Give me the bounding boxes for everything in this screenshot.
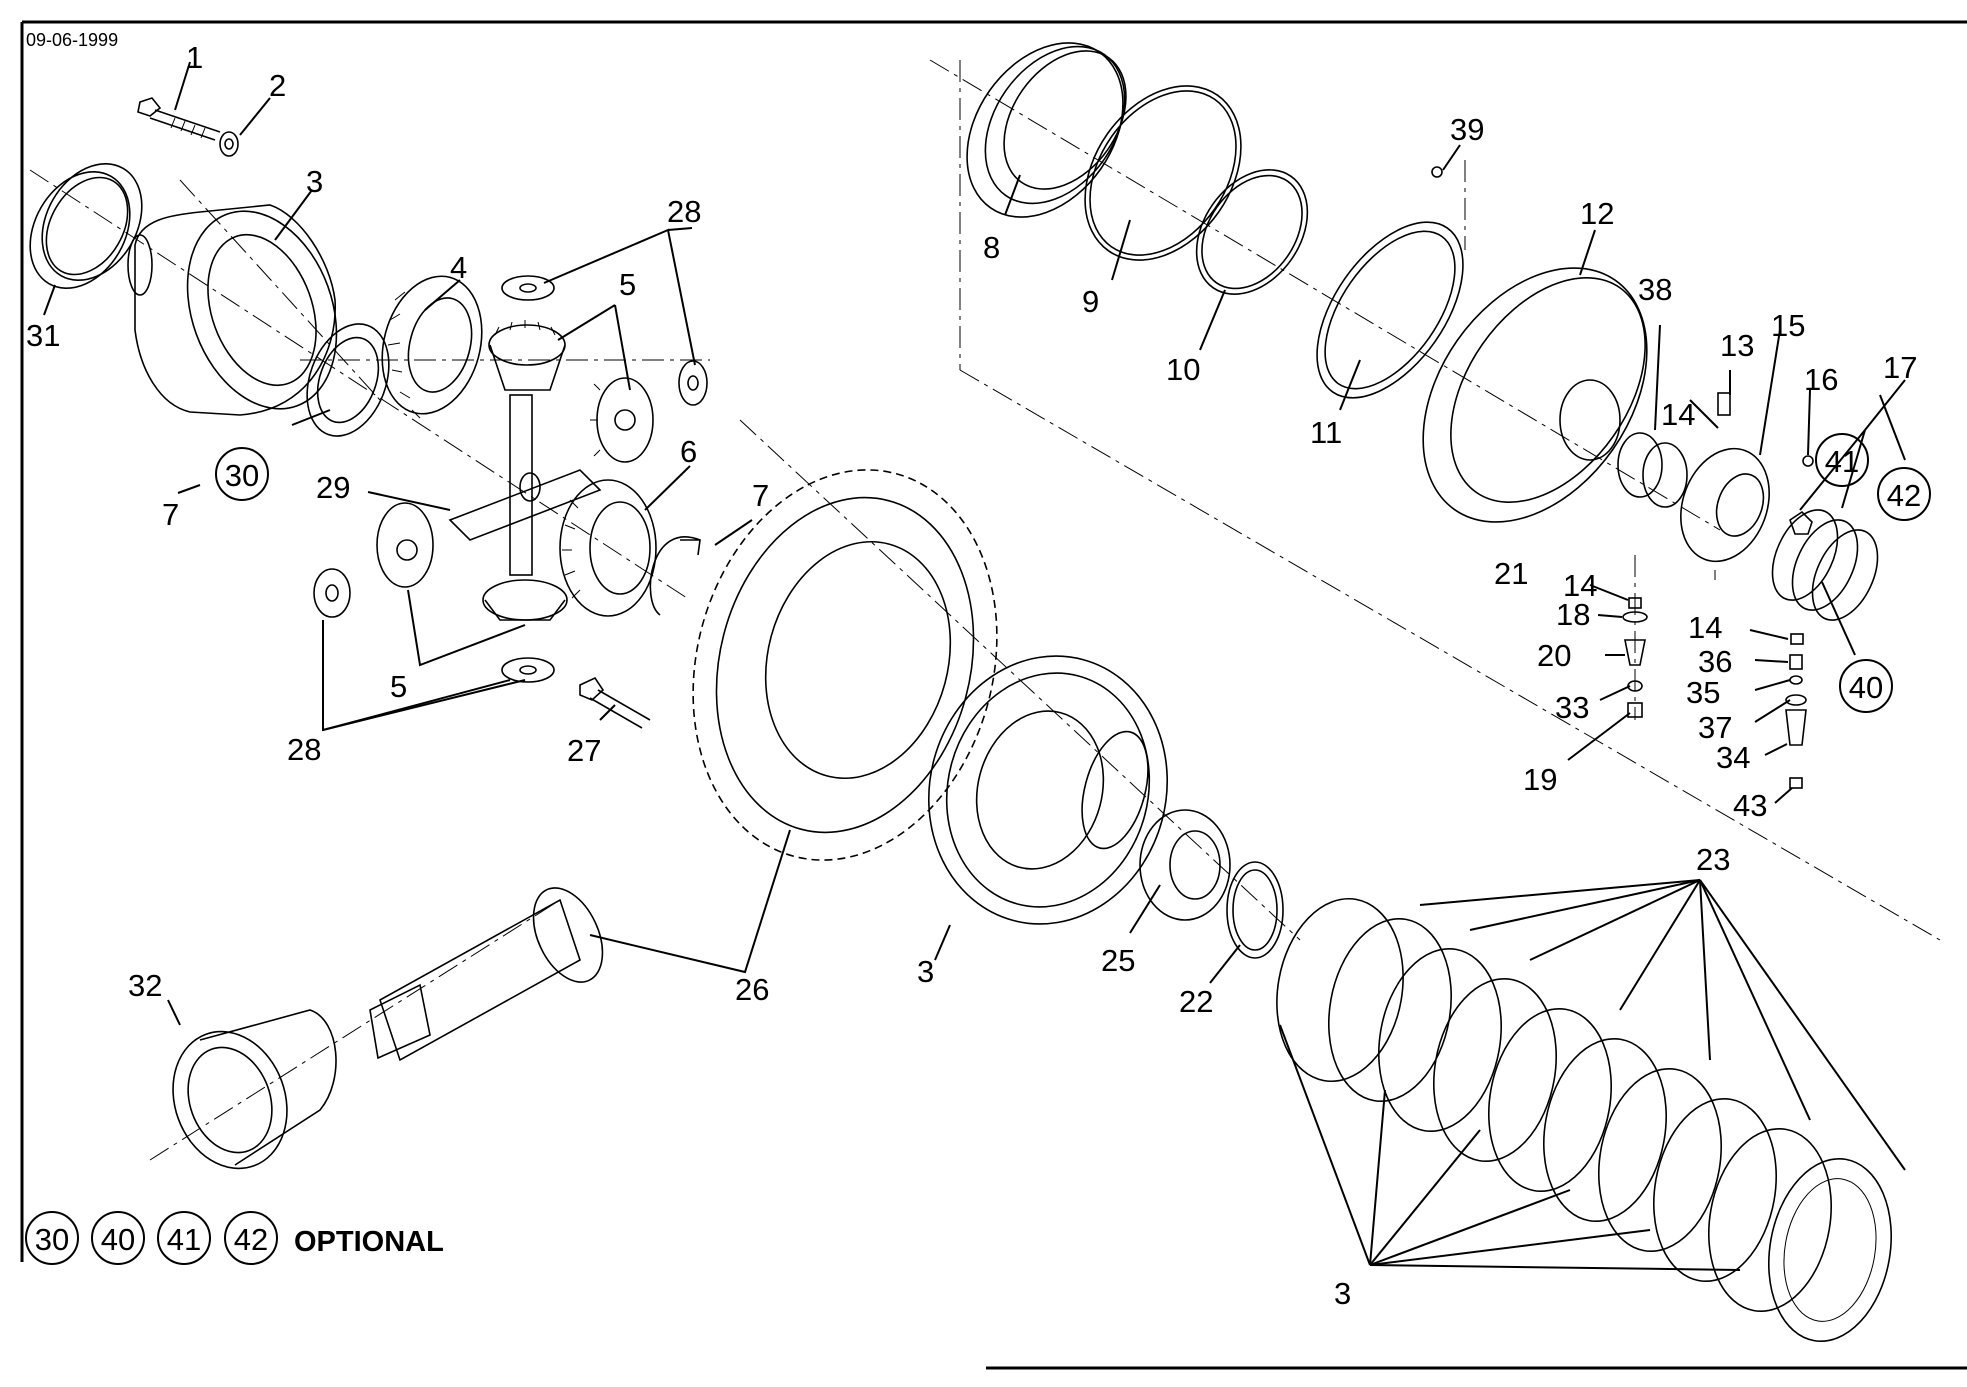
callout-numbers: 1 2 3 31 28 4 5 30 7 29 6 5 28 7 27 3 26… [26,40,1921,1311]
differential-housing-part-3 [127,204,338,416]
bearing-ring-part-31 [29,162,143,290]
callout-7: 7 [752,478,769,513]
callout-1: 1 [186,40,203,75]
callout-15: 15 [1771,308,1805,343]
pinion-gear-part-5-bottom [482,579,568,621]
drawing-date: 09-06-1999 [26,30,118,50]
circled-callouts [215,433,1931,713]
callout-7: 7 [162,497,179,532]
callout-14: 14 [1661,397,1695,432]
callout-23: 23 [1696,842,1730,877]
callout-43: 43 [1733,788,1767,823]
callout-2: 2 [269,68,286,103]
side-gear-part-6 [559,479,657,617]
clutch-disc-stack-parts-23-24 [1276,897,1893,1342]
callout-3: 3 [917,954,934,989]
callout-5: 5 [390,669,407,704]
pinion-gear-part-5-left [376,502,434,588]
pinion-shaft-part-26 [369,887,604,1062]
optional-item-40: 40 [101,1222,135,1257]
callout-17: 17 [1883,350,1917,385]
callout-27: 27 [567,733,601,768]
gear-part-25 [1139,809,1231,921]
bearing-cup-part-32 [172,1009,337,1170]
washer-part-2 [219,131,239,157]
callout-13: 13 [1720,328,1754,363]
callout-41: 41 [1825,444,1859,479]
seal-part-8 [966,42,1127,218]
callout-28: 28 [287,732,321,767]
flange-carrier-part-3 [927,655,1169,925]
spider-cross-part-29 [448,394,602,576]
callout-31: 31 [26,318,60,353]
callout-19: 19 [1523,762,1557,797]
pinion-gear-part-5-top [488,320,566,391]
callout-5: 5 [619,267,636,302]
callout-12: 12 [1580,196,1614,231]
callout-25: 25 [1101,943,1135,978]
callout-18: 18 [1556,597,1590,632]
callout-32: 32 [128,968,162,1003]
bolt-part-1 [137,97,221,141]
callout-39: 39 [1450,112,1484,147]
side-gear-part-4 [381,275,483,419]
callout-20: 20 [1537,638,1571,673]
disc-part-11 [1316,221,1464,399]
callout-29: 29 [316,470,350,505]
ring-gear-part-26 [692,469,998,861]
callout-8: 8 [983,230,1000,265]
hub-carrier-part-12 [1422,267,1648,523]
callout-35: 35 [1686,675,1720,710]
callout-36: 36 [1698,644,1732,679]
callout-14: 14 [1563,568,1597,603]
thrust-washer-part-30 [306,323,390,437]
ring-part-10 [1195,169,1309,295]
callout-38: 38 [1638,272,1672,307]
callout-6: 6 [680,434,697,469]
callout-22: 22 [1179,984,1213,1019]
collar-part-15 [1680,447,1770,563]
snap-ring-part-7 [649,536,701,616]
seal-rings-parts-40-41-42 [1771,509,1879,621]
callout-14: 14 [1688,610,1722,645]
callout-33: 33 [1555,690,1589,725]
callout-10: 10 [1166,352,1200,387]
drawing-frame [20,20,1967,1370]
callout-34: 34 [1716,740,1750,775]
center-lines [29,59,1941,1161]
callout-4: 4 [450,250,467,285]
callout-30: 30 [225,458,259,493]
bushing-part-38 [1617,432,1688,508]
callout-42: 42 [1887,478,1921,513]
callout-21: 21 [1494,556,1528,591]
callout-26: 26 [735,972,769,1007]
leader-lines [43,61,1906,1271]
washers-part-28 [313,275,708,683]
optional-item-30: 30 [35,1222,69,1257]
callout-3: 3 [306,164,323,199]
callout-24: 3 [1334,1276,1351,1311]
optional-legend: 30 40 41 42 OPTIONAL [25,1211,444,1265]
pinion-gear-part-5-right [590,377,654,463]
ring-part-22 [1226,861,1284,959]
callout-28: 28 [667,194,701,229]
bolt-part-27 [579,676,651,729]
optional-item-42: 42 [234,1222,268,1257]
optional-label: OPTIONAL [294,1226,444,1258]
callout-40: 40 [1849,670,1883,705]
callout-11: 11 [1310,415,1342,450]
callout-37: 37 [1698,710,1732,745]
callout-16: 16 [1804,362,1838,397]
optional-item-41: 41 [167,1222,201,1257]
callout-9: 9 [1082,284,1099,319]
